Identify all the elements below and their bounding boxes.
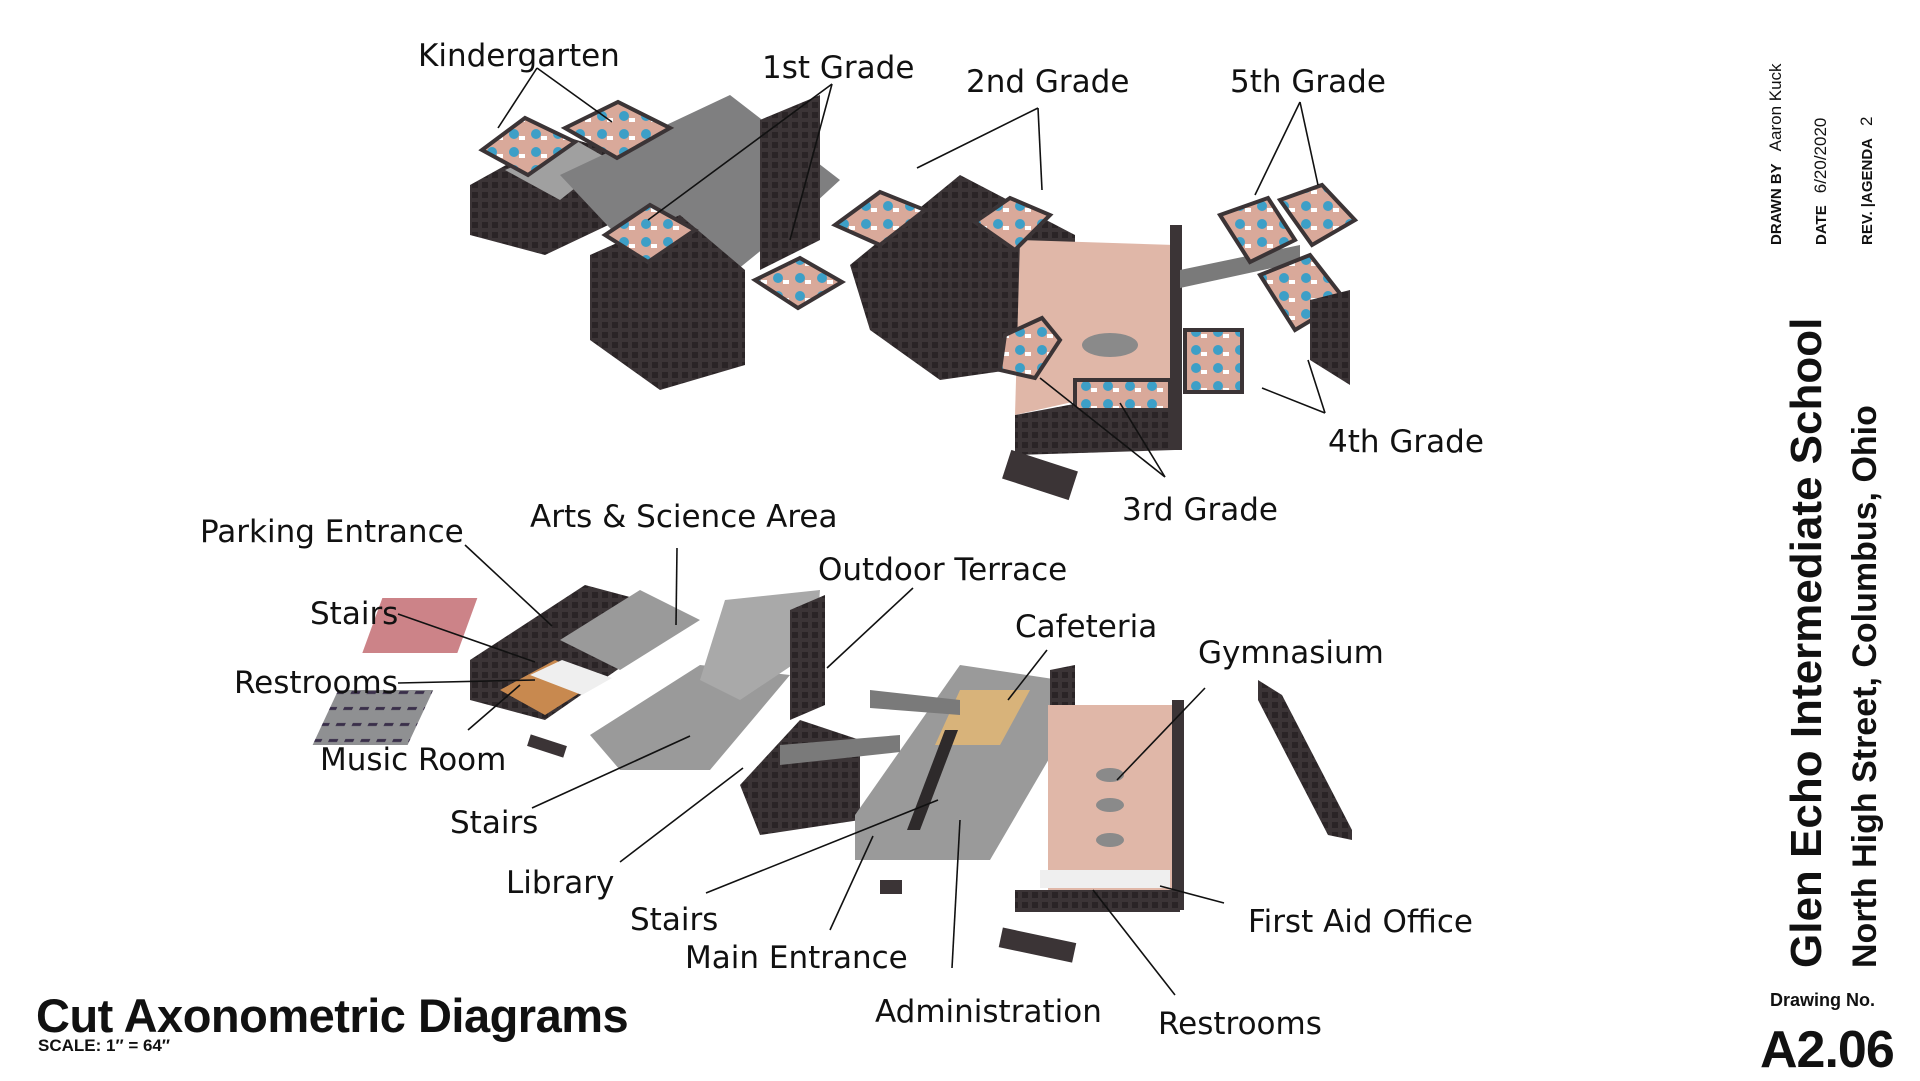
lower-plan-labels: Parking Entrance Arts & Science Area Out… xyxy=(200,499,1473,1042)
kindergarten-room-2 xyxy=(560,99,675,161)
restroom-block-west xyxy=(530,660,612,695)
lower-detached-block-3 xyxy=(998,927,1077,963)
label-outdoor-terrace: Outdoor Terrace xyxy=(818,552,1067,588)
upper-bridge xyxy=(1180,245,1300,288)
lower-bridge-2 xyxy=(870,690,960,715)
gym-circle-2 xyxy=(1096,798,1124,812)
lower-bridge-1 xyxy=(780,735,900,765)
label-cafeteria: Cafeteria xyxy=(1015,609,1157,645)
scale-note: SCALE: 1″ = 64″ xyxy=(38,1036,171,1055)
label-5th-grade: 5th Grade xyxy=(1230,64,1386,100)
lower-central-walls xyxy=(740,720,860,835)
leader-lines xyxy=(397,67,1326,996)
label-first-aid-office: First Aid Office xyxy=(1248,904,1473,940)
drawn-by-row: DRAWN BY Aaron Kuck xyxy=(1766,63,1786,245)
label-parking-entrance: Parking Entrance xyxy=(200,514,464,550)
drawn-by-value: Aaron Kuck xyxy=(1766,63,1785,152)
label-main-entrance: Main Entrance xyxy=(685,940,908,976)
label-restrooms-east: Restrooms xyxy=(1158,1006,1322,1042)
library-stacks xyxy=(312,690,434,745)
grade5-room-2 xyxy=(1276,182,1359,248)
label-library: Library xyxy=(506,865,614,901)
administration-wall-lines xyxy=(907,730,958,830)
arts-science-desks xyxy=(362,598,478,653)
label-2nd-grade: 2nd Grade xyxy=(966,64,1129,100)
arts-science-floor xyxy=(560,590,700,670)
label-kindergarten: Kindergarten xyxy=(418,38,620,74)
title-block: DRAWN BY Aaron Kuck DATE 6/20/2020 REV. |A… xyxy=(1760,0,1920,1081)
label-restrooms-west: Restrooms xyxy=(234,665,398,701)
date-row: DATE 6/20/2020 xyxy=(1811,118,1831,245)
upper-atrium-circle xyxy=(1082,333,1138,357)
grade5-room-1 xyxy=(1216,195,1298,265)
upper-central-walls xyxy=(590,215,745,390)
lower-floor-plan xyxy=(312,585,1352,963)
grade4-room-1 xyxy=(1183,328,1244,394)
upper-atrium-floor xyxy=(1015,240,1175,415)
label-administration: Administration xyxy=(875,994,1102,1030)
detached-panel xyxy=(1258,680,1352,840)
label-stairs-west: Stairs xyxy=(310,596,398,632)
grade3-room-1 xyxy=(997,315,1063,381)
date-label: DATE xyxy=(1813,205,1830,245)
label-gymnasium: Gymnasium xyxy=(1198,635,1384,671)
label-1st-grade: 1st Grade xyxy=(762,50,914,86)
first-aid-restroom-block xyxy=(1040,870,1170,888)
gym-south-wall xyxy=(1015,890,1180,912)
upper-floor-plan xyxy=(470,95,1359,501)
lower-detached-block-1 xyxy=(527,734,567,758)
grade1-room-upper xyxy=(601,202,699,265)
axonometric-drawing: Kindergarten 1st Grade 2nd Grade 5th Gra… xyxy=(200,38,1484,1042)
grade2-room-2 xyxy=(971,195,1054,253)
rev-value: 2 xyxy=(1857,116,1876,126)
upper-atrium-east-wall xyxy=(1170,225,1182,450)
upper-detached-block xyxy=(1002,449,1078,501)
drawn-by-label: DRAWN BY xyxy=(1768,163,1785,245)
lower-central-tower xyxy=(790,595,825,720)
school-name: Glen Echo Intermediate School xyxy=(1782,317,1831,968)
drawing-number: A2.06 xyxy=(1760,1021,1895,1079)
grade2-room-1 xyxy=(831,189,929,248)
date-value: 6/20/2020 xyxy=(1811,117,1830,194)
sheet-title: Cut Axonometric Diagrams xyxy=(36,989,629,1042)
lower-detached-block-2 xyxy=(880,880,902,894)
label-arts-science-area: Arts & Science Area xyxy=(530,499,838,535)
upper-tower-wall xyxy=(760,95,820,270)
label-stairs-library: Stairs xyxy=(450,805,538,841)
drawing-number-label: Drawing No. xyxy=(1770,990,1876,1010)
grade3-room-2 xyxy=(1073,378,1172,412)
gym-east-wall xyxy=(1172,700,1184,910)
school-address: North High Street, Columbus, Ohio xyxy=(1846,405,1884,968)
gym-circle-1 xyxy=(1096,768,1124,782)
upper-east-wing-wall xyxy=(1310,290,1350,385)
label-4th-grade: 4th Grade xyxy=(1328,424,1484,460)
rev-label: REV. |AGENDA xyxy=(1859,138,1876,245)
label-3rd-grade: 3rd Grade xyxy=(1122,492,1278,528)
gym-circle-3 xyxy=(1096,833,1124,847)
label-music-room: Music Room xyxy=(320,742,506,778)
rev-row: REV. |AGENDA 2 xyxy=(1857,117,1877,245)
upper-plan-labels: Kindergarten 1st Grade 2nd Grade 5th Gra… xyxy=(418,38,1484,528)
upper-west-wing-floor xyxy=(505,140,610,200)
grade1-room-lower xyxy=(750,255,846,311)
kindergarten-room-1 xyxy=(478,115,579,178)
gymnasium-floor xyxy=(1048,705,1180,890)
label-stairs-central: Stairs xyxy=(630,902,718,938)
